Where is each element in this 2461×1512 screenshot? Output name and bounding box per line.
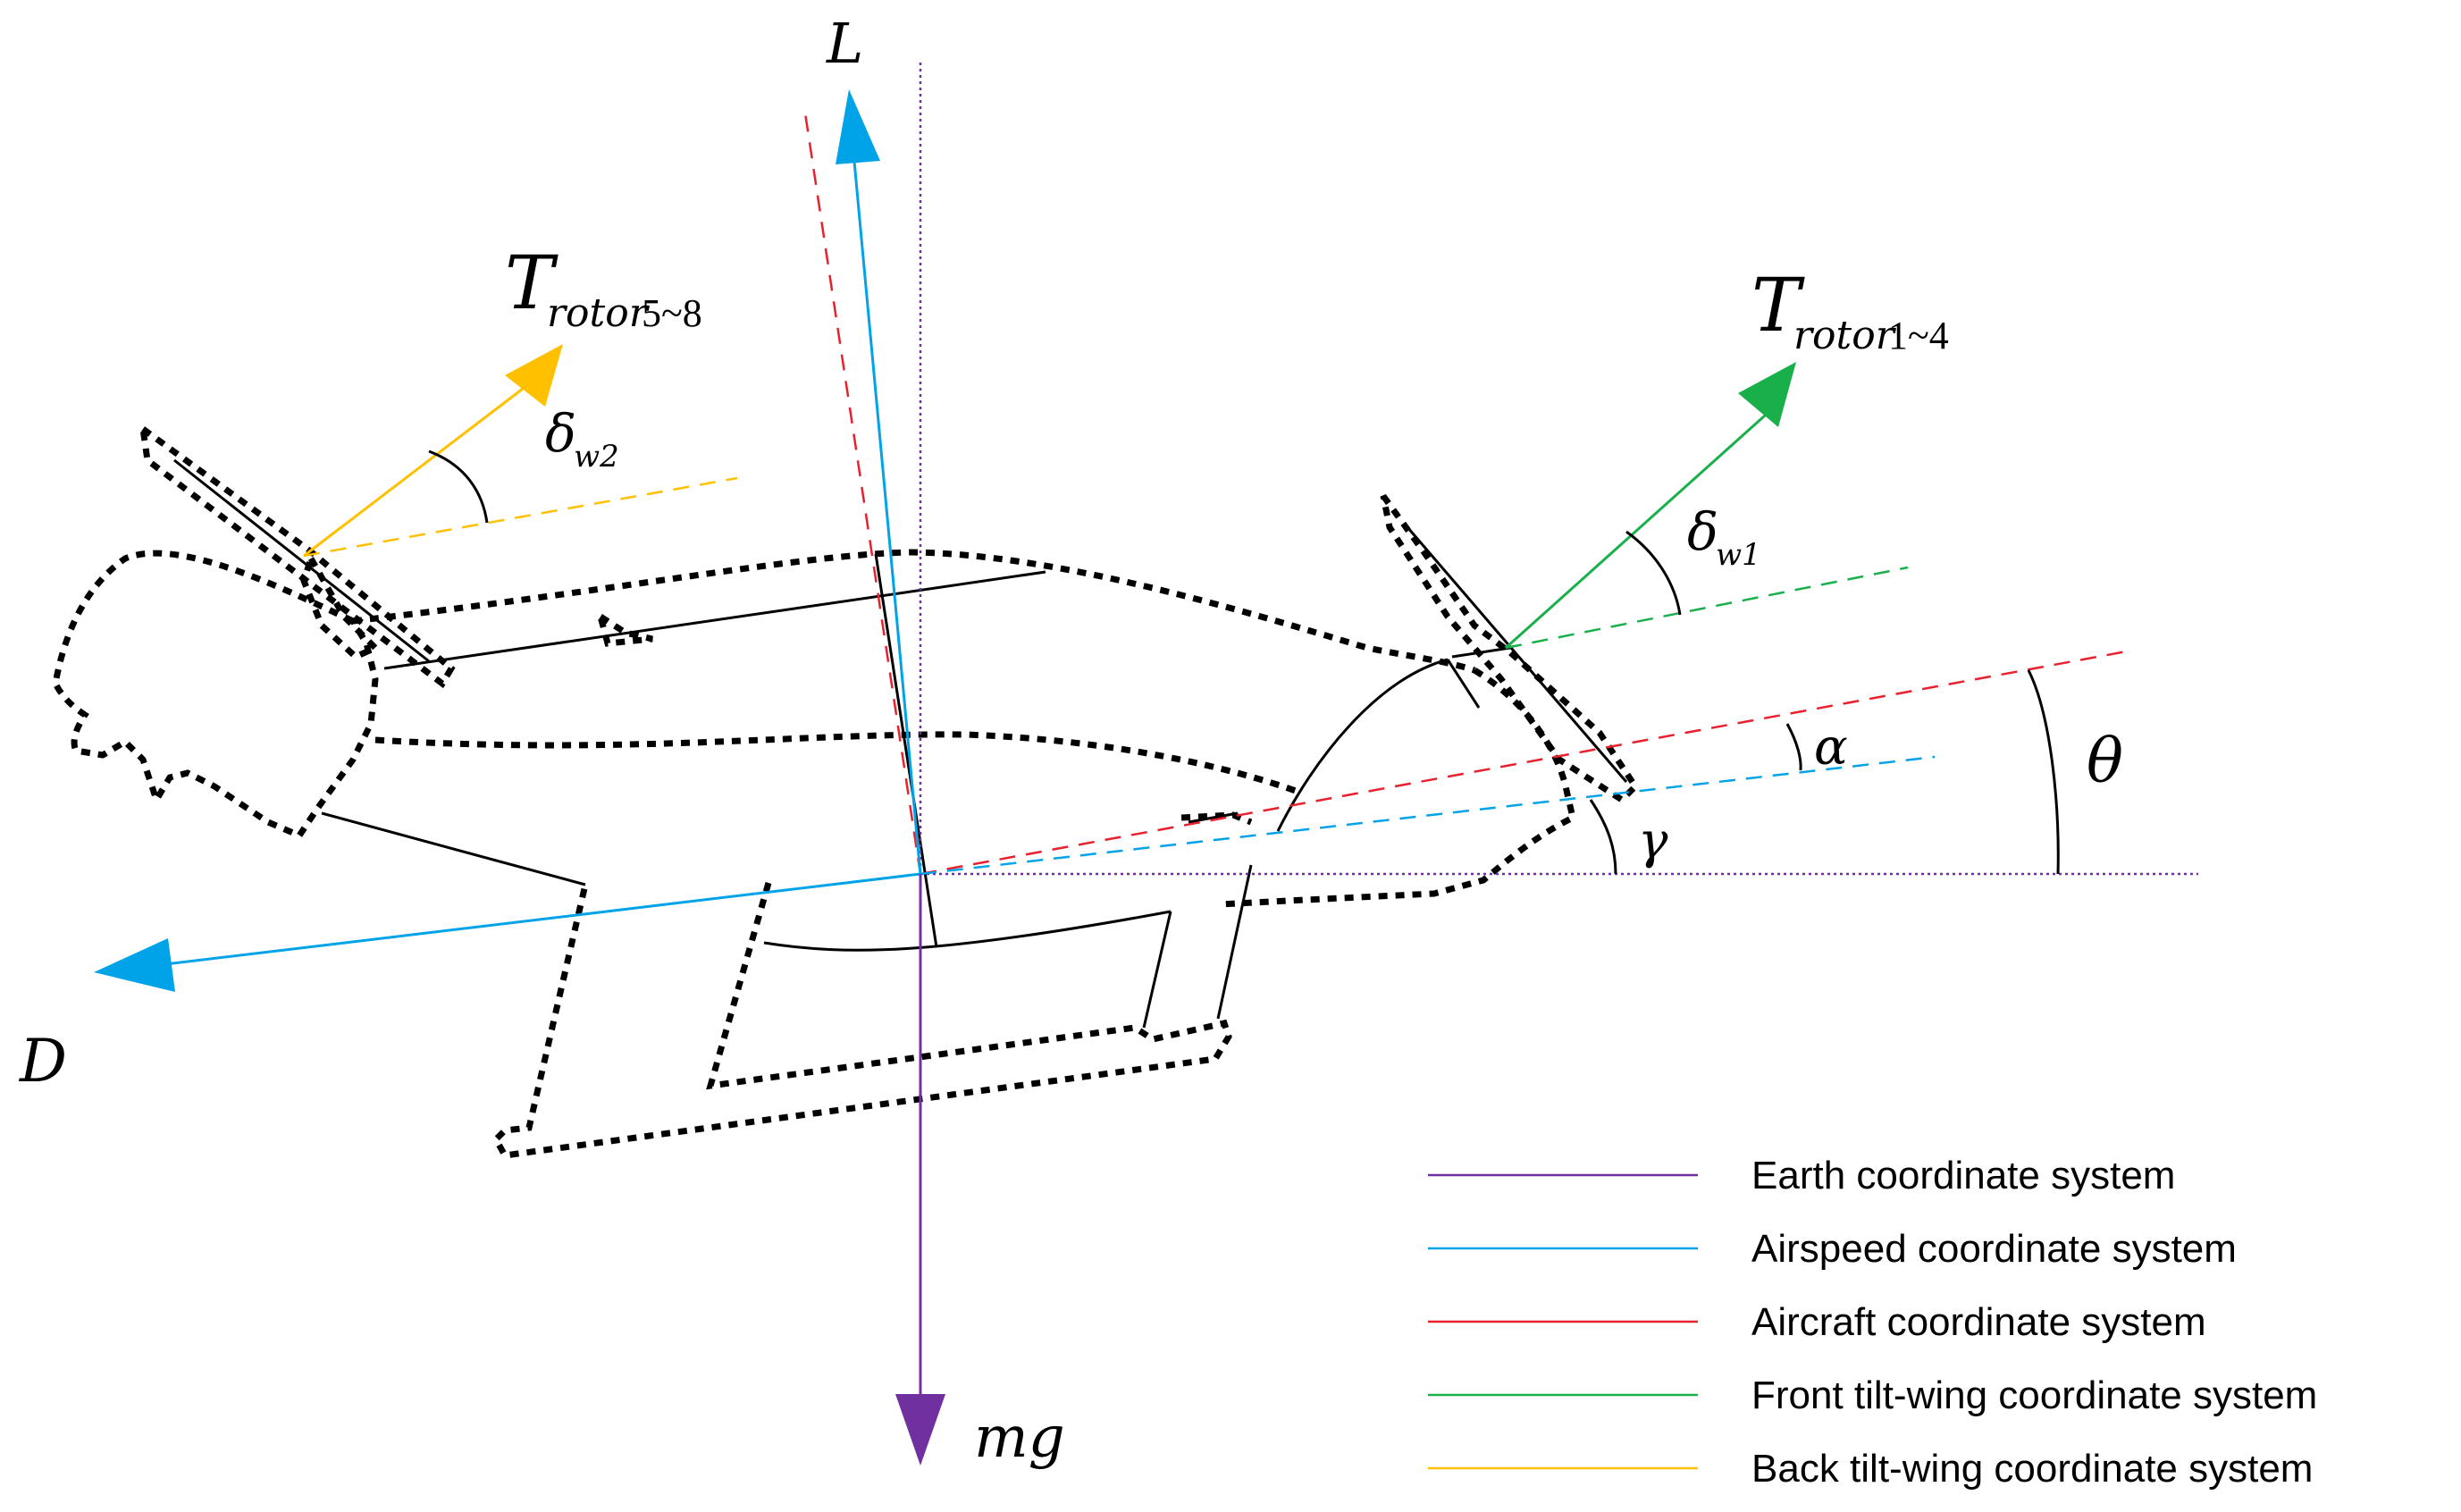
lift-arrowhead bbox=[836, 89, 880, 164]
legend-label-earth: Earth coordinate system bbox=[1751, 1154, 2175, 1197]
back-rotor-blade bbox=[139, 422, 456, 689]
legend-label-front_tilt: Front tilt-wing coordinate system bbox=[1751, 1373, 2317, 1417]
weight-vector bbox=[895, 874, 945, 1466]
delta-w1-label: δ w1 bbox=[1687, 501, 1761, 573]
front-tilt-axis bbox=[1505, 566, 1909, 650]
windshield-arc bbox=[1276, 658, 1449, 832]
fuselage-top-line bbox=[352, 549, 1476, 674]
theta-label: θ bbox=[2087, 727, 2123, 797]
delta-w2-arc bbox=[428, 449, 489, 524]
structure-lines bbox=[321, 553, 1511, 1029]
delta-w1-arc bbox=[1625, 530, 1682, 616]
thrust-back-sub: rotor bbox=[547, 290, 651, 336]
thrust-front-range: 1~4 bbox=[1888, 314, 1949, 357]
nose-bar bbox=[1188, 811, 1239, 824]
aircraft-x-axis bbox=[920, 649, 2132, 876]
weight-arrowhead bbox=[895, 1394, 945, 1466]
angle-arcs bbox=[1589, 669, 2060, 875]
gamma-label: γ bbox=[1638, 812, 1668, 870]
tail-boom-line bbox=[383, 570, 1046, 670]
tail-boom-arrow bbox=[595, 609, 653, 647]
lift-label: L bbox=[826, 11, 863, 76]
fuselage-vertical-strut bbox=[874, 553, 938, 948]
thrust-back-main: T bbox=[505, 241, 559, 326]
lift-vector-line bbox=[852, 151, 922, 875]
back-tilt-axis bbox=[303, 476, 738, 558]
thrust-front-sub: rotor bbox=[1793, 313, 1897, 358]
windshield-post bbox=[1446, 659, 1481, 709]
drag-arrowhead bbox=[94, 938, 175, 992]
alpha-label: α bbox=[1814, 718, 1848, 777]
fuselage-lower bbox=[1219, 667, 1577, 908]
back-rotor-center-line bbox=[173, 458, 430, 663]
delta-w2-sub: w2 bbox=[574, 439, 619, 475]
tail-section bbox=[52, 550, 379, 840]
skid-strut-rear bbox=[1216, 864, 1253, 1020]
delta-w1-main: δ bbox=[1687, 501, 1718, 562]
drag-vector-line bbox=[142, 872, 921, 969]
thrust-back-range: 5~8 bbox=[642, 291, 702, 335]
front-thrust-arrowhead bbox=[1738, 362, 1796, 427]
legend-label-airspeed: Airspeed coordinate system bbox=[1751, 1227, 2237, 1271]
thrust-back-label: T rotor 5~8 bbox=[505, 241, 702, 336]
front-thrust-line bbox=[1504, 414, 1767, 650]
back-rotor-hub bbox=[300, 550, 382, 661]
drag-label: D bbox=[19, 1027, 67, 1096]
thrust-front-label: T rotor 1~4 bbox=[1751, 264, 1949, 358]
back-tilt-axes bbox=[303, 344, 738, 558]
legend-label-aircraft: Aircraft coordinate system bbox=[1751, 1300, 2206, 1344]
front-tilt-axes bbox=[1504, 362, 1909, 650]
aircraft-outline bbox=[52, 549, 1577, 1159]
back-thrust-arrowhead bbox=[505, 344, 563, 407]
alpha-arc bbox=[1785, 723, 1802, 771]
delta-w2-main: δ bbox=[545, 403, 576, 464]
delta-w1-sub: w1 bbox=[1716, 537, 1761, 573]
back-rotor bbox=[139, 422, 456, 689]
airspeed-axes bbox=[94, 89, 1936, 992]
aircraft-axes bbox=[802, 106, 2132, 876]
legend-label-back_tilt: Back tilt-wing coordinate system bbox=[1751, 1447, 2313, 1491]
skid-strut-front bbox=[1142, 911, 1172, 1029]
front-rotor-center-line bbox=[1406, 526, 1628, 783]
back-thrust-line bbox=[303, 387, 524, 558]
fuselage-mid-line bbox=[374, 731, 1298, 794]
belly-arc bbox=[763, 910, 1172, 952]
theta-arc bbox=[2027, 669, 2060, 875]
airspeed-x-axis bbox=[920, 755, 1936, 876]
earth-axes bbox=[919, 63, 2198, 1390]
landing-skid bbox=[491, 882, 1232, 1159]
delta-w2-label: δ w2 bbox=[545, 403, 619, 475]
aircraft-z-axis bbox=[802, 106, 922, 875]
gamma-arc bbox=[1589, 799, 1617, 875]
tail-strut-line bbox=[321, 811, 586, 886]
weight-label: mg bbox=[974, 1405, 1065, 1471]
thrust-front-main: T bbox=[1751, 264, 1805, 349]
